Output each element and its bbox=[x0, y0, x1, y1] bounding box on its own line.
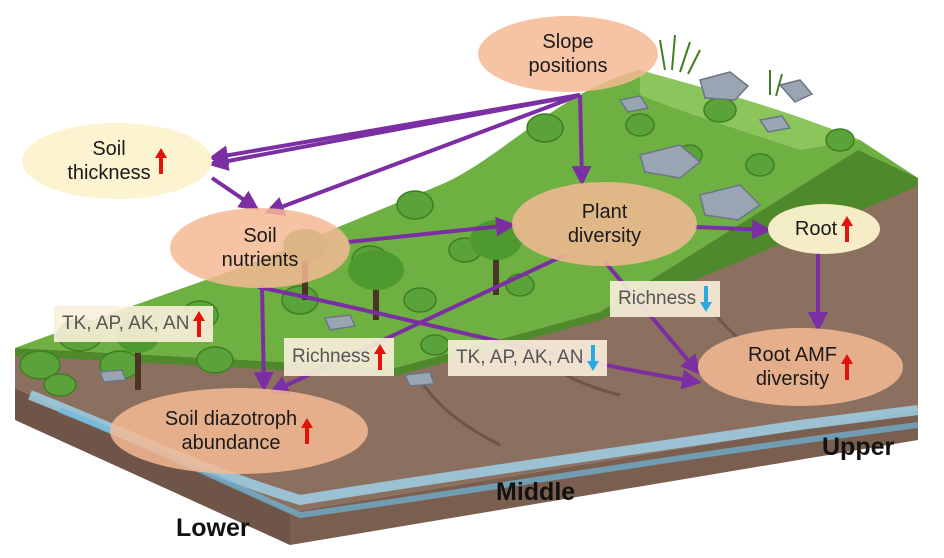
annotation-richness-upper: Richness bbox=[610, 281, 721, 317]
node-soil-thickness: Soil thickness bbox=[22, 123, 212, 199]
increase-arrow-icon bbox=[154, 148, 167, 174]
node-slope-positions: Slope positions bbox=[478, 16, 658, 92]
position-label-upper: Upper bbox=[822, 433, 895, 461]
increase-arrow-icon bbox=[301, 418, 314, 444]
annotation-richness-upper-label: Richness bbox=[618, 288, 697, 309]
node-soil-nutrients-label: Soil nutrients bbox=[221, 225, 299, 271]
node-plant-diversity-label: Plant diversity bbox=[567, 201, 642, 247]
increase-arrow-icon bbox=[374, 344, 387, 370]
position-label-middle: Middle bbox=[496, 478, 576, 506]
increase-arrow-icon bbox=[840, 354, 853, 380]
causal-arrows bbox=[208, 93, 828, 395]
node-root: Root bbox=[768, 204, 880, 254]
arrow-slope-to-thickness-2 bbox=[208, 93, 581, 171]
arrow-nutrients-to-plant bbox=[347, 216, 516, 244]
node-plant-diversity: Plant diversity bbox=[512, 182, 697, 266]
arrow-nutrients-to-diazotroph bbox=[253, 287, 274, 392]
arrow-plant-to-root bbox=[694, 219, 772, 240]
arrow-nutrients-to-amf bbox=[257, 285, 702, 390]
decrease-arrow-icon bbox=[587, 345, 600, 371]
increase-arrow-icon bbox=[193, 311, 206, 337]
arrow-plant-to-amf bbox=[603, 260, 701, 376]
node-soil-diazotroph-abundance: Soil diazotroph abundance bbox=[110, 388, 368, 474]
annotation-nutrients-upper: TK, AP, AK, AN bbox=[448, 340, 608, 376]
decrease-arrow-icon bbox=[700, 286, 713, 312]
arrow-slope-to-plant bbox=[571, 94, 592, 186]
node-root-label: Root bbox=[794, 218, 838, 240]
node-soil-thickness-label: Soil thickness bbox=[67, 138, 151, 184]
annotation-nutrients-lower: TK, AP, AK, AN bbox=[54, 306, 214, 342]
increase-arrow-icon bbox=[841, 216, 854, 242]
arrow-slope-to-nutrients bbox=[264, 93, 581, 216]
annotation-nutrients-lower-label: TK, AP, AK, AN bbox=[62, 313, 190, 334]
annotation-richness-lower: Richness bbox=[284, 338, 395, 376]
grass-tufts bbox=[659, 34, 783, 97]
arrow-thickness-to-nutrients bbox=[210, 176, 260, 211]
position-label-lower: Lower bbox=[176, 514, 250, 542]
rocks bbox=[98, 71, 814, 387]
annotation-nutrients-upper-label: TK, AP, AK, AN bbox=[456, 347, 584, 368]
annotation-richness-lower-label: Richness bbox=[292, 346, 371, 367]
node-root-amf-diversity: Root AMF diversity bbox=[698, 328, 903, 406]
node-soil-diazotroph-abundance-label: Soil diazotroph abundance bbox=[164, 408, 298, 454]
node-soil-nutrients: Soil nutrients bbox=[170, 208, 350, 288]
node-root-amf-diversity-label: Root AMF diversity bbox=[748, 344, 837, 390]
node-slope-positions-label: Slope positions bbox=[528, 31, 608, 77]
